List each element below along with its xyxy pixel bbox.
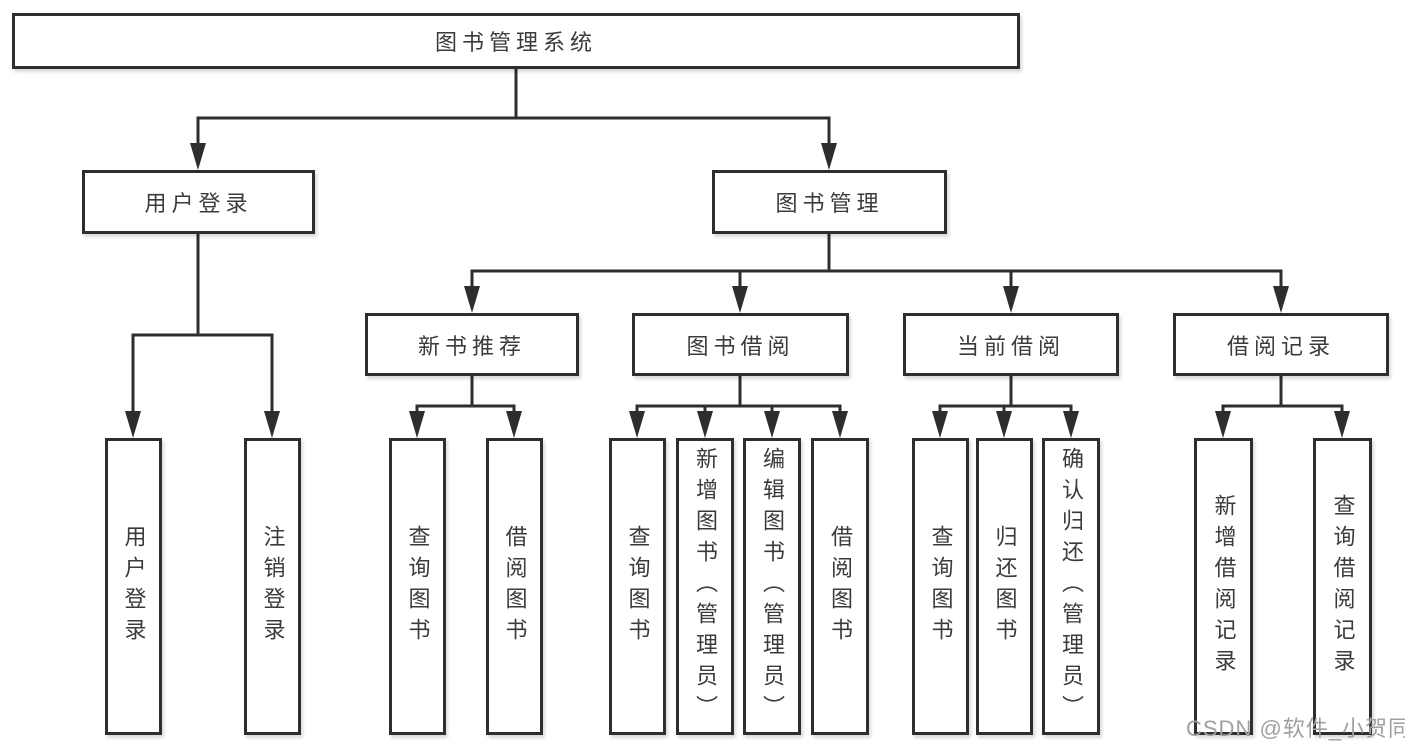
node-leaf-query-books-1: 查询图书	[389, 438, 446, 735]
node-leaf-borrow-books-2: 借阅图书	[811, 438, 869, 735]
node-label: 图书管理系统	[434, 30, 597, 55]
node-leaf-query-books-3: 查询图书	[912, 438, 969, 735]
csdn-watermark: CSDN @软件_小贺同学	[1186, 716, 1405, 741]
node-leaf-borrow-books-1: 借阅图书	[486, 438, 543, 735]
node-label: 借阅图书	[502, 524, 528, 649]
node-label: 图书管理	[775, 191, 884, 216]
node-user-login: 用户登录	[82, 170, 315, 234]
node-label: 用户登录	[121, 524, 147, 649]
node-leaf-add-borrow-record: 新增借阅记录	[1194, 438, 1253, 735]
node-label: 查询借阅记录	[1330, 493, 1356, 680]
node-label: 当前借阅	[956, 333, 1065, 359]
node-label: 用户登录	[144, 191, 253, 216]
node-label: 编辑图书（管理员）	[760, 447, 785, 726]
node-current-borrowing: 当前借阅	[903, 313, 1119, 376]
node-label: 借阅记录	[1226, 333, 1335, 359]
node-leaf-query-borrow-record: 查询借阅记录	[1313, 438, 1372, 735]
node-label: 确认归还（管理员）	[1059, 447, 1084, 726]
node-label: 新增图书（管理员）	[693, 447, 718, 726]
node-leaf-query-books-2: 查询图书	[609, 438, 666, 735]
node-label: 查询图书	[928, 524, 954, 649]
node-leaf-user-login: 用户登录	[105, 438, 162, 735]
node-leaf-return-books: 归还图书	[976, 438, 1033, 735]
node-label: 查询图书	[625, 524, 651, 649]
node-leaf-edit-books-admin: 编辑图书（管理员）	[743, 438, 801, 735]
node-label: 注销登录	[260, 524, 286, 649]
node-book-management: 图书管理	[712, 170, 947, 234]
node-borrowing-records: 借阅记录	[1173, 313, 1389, 376]
node-leaf-add-books-admin: 新增图书（管理员）	[676, 438, 734, 735]
node-label: 借阅图书	[828, 524, 853, 649]
node-leaf-logout: 注销登录	[244, 438, 301, 735]
node-label: 新书推荐	[417, 333, 526, 359]
node-label: 归还图书	[992, 524, 1018, 649]
node-label: 查询图书	[405, 524, 431, 649]
node-library-management-system: 图书管理系统	[12, 13, 1020, 69]
node-label: 图书借阅	[686, 333, 795, 359]
node-leaf-confirm-return-admin: 确认归还（管理员）	[1042, 438, 1100, 735]
node-new-book-recommendation: 新书推荐	[365, 313, 579, 376]
node-label: 新增借阅记录	[1211, 493, 1237, 680]
node-book-borrowing: 图书借阅	[632, 313, 849, 376]
